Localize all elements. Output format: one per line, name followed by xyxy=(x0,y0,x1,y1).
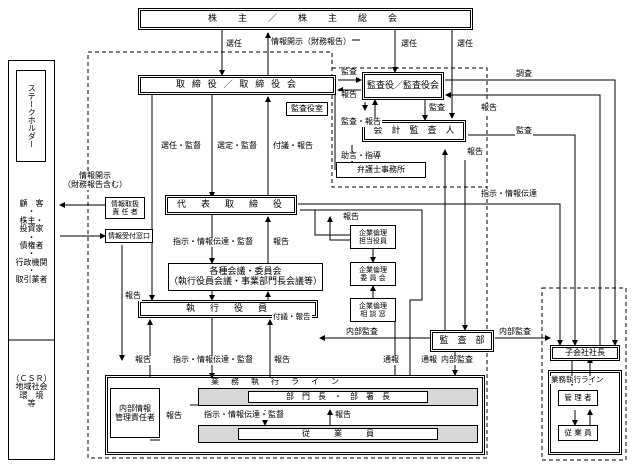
employees-label: 従 業 員 xyxy=(238,428,438,440)
label-advice: 助言・指導 xyxy=(340,151,382,161)
label-internal-audit-1: 内部監査 xyxy=(345,327,379,337)
label-report-mid: 報告 xyxy=(466,147,484,157)
label-report-off-2: 報告 xyxy=(273,355,291,365)
stakeholder-list: 顧 客 ・ 株主・ 投資家 ・ 債権者 ・ 行政機関 ・ 取引業者 xyxy=(15,199,48,284)
accounting-auditor-box: 会 計 監 査 人 xyxy=(362,120,466,142)
sub-manager-box: 管 理 者 xyxy=(558,390,598,406)
board-box: 取 締 役 ／ 取 締 役 会 xyxy=(138,75,336,95)
info-window-box: 情報受付窓口 xyxy=(105,229,153,243)
label-audit-right: 監査 xyxy=(515,126,533,136)
sub-president-box: 子会社社長 xyxy=(550,345,620,361)
dept-heads-label: 部 門 長 ・ 部 署 長 xyxy=(248,391,428,403)
business-line-frame xyxy=(105,375,485,455)
label-report-rep: 報告 xyxy=(342,212,360,222)
label-entrust-3: 選任 xyxy=(456,39,474,49)
sub-employee-box: 従 業 員 xyxy=(558,425,598,441)
label-entrust-1: 選任 xyxy=(225,39,243,49)
label-internal-audit-3: 内部監査 xyxy=(440,355,474,365)
ethics-desk-box: 企業倫理 相 談 窓 xyxy=(350,298,396,322)
label-instruct-off: 指示・情報伝達・監督 xyxy=(172,355,254,365)
label-instruct-right: 指示・情報伝達 xyxy=(480,189,538,199)
label-notify-2: 通報 xyxy=(420,355,438,365)
shareholders-box: 株 主 ／ 株 主 総 会 xyxy=(138,8,473,30)
label-deliver-report: 付議・報告 xyxy=(272,141,314,151)
label-investigate: 調査 xyxy=(515,69,533,79)
label-audit-report: 監査・報告 xyxy=(340,117,382,127)
label-notify-1: 通報 xyxy=(382,355,400,365)
employees-box: 従 業 員 xyxy=(198,425,478,443)
audit-office-box: 監査役室 xyxy=(286,102,328,116)
auditors-box: 監査役／監査役会 xyxy=(362,72,444,100)
label-report-meet: 報告 xyxy=(272,237,290,247)
sub-line-frame xyxy=(548,370,622,455)
ethics-committee-box: 企業倫理 委 員 会 xyxy=(350,262,396,286)
internal-info-box: 内部情報 管理責任者 xyxy=(110,388,160,438)
stakeholder-title: ステークホルダー xyxy=(16,70,46,162)
label-disclose-info: 情報開示 （財務報告含む） xyxy=(62,171,128,190)
info-manager-box: 情報取扱 責 任 者 xyxy=(105,197,145,219)
label-appoint-supervise: 選定・監督 xyxy=(216,141,258,151)
label-deliver-report-2: 付議・報告 xyxy=(272,312,312,322)
label-internal-audit-2: 内部監査 xyxy=(498,327,532,337)
label-entrust-2: 選任 xyxy=(400,39,418,49)
lawyer-box: 弁護士事務所 xyxy=(336,162,426,178)
label-report-line-2: 報告 xyxy=(334,410,352,420)
label-instruct-line: 指示・情報伝達・監督 xyxy=(203,410,285,420)
ethics-officer-box: 企業倫理 担当役員 xyxy=(350,225,396,249)
label-report-line: 報告 xyxy=(165,411,183,421)
label-report-off: 報告 xyxy=(134,355,152,365)
label-audit-mid: 監査 xyxy=(428,103,446,113)
business-line-title: 業 務 執 行 ラ イ ン xyxy=(210,377,342,387)
stakeholder-panel xyxy=(8,60,55,460)
meetings-box: 各種会議・委員会 （執行役員会議・事業部門長会議等） xyxy=(168,263,323,291)
label-report-top: 報告 xyxy=(340,90,358,100)
label-disclose-fin: 情報開示（財務報告） xyxy=(270,37,352,47)
sub-line-title: 業務執行ライン xyxy=(550,375,605,385)
label-instruct-meet: 指示・情報伝達・監督 xyxy=(172,237,254,247)
representative-box: 代 表 取 締 役 xyxy=(165,195,297,215)
label-report-right: 報告 xyxy=(480,103,498,113)
dept-heads-box: 部 門 長 ・ 部 署 長 xyxy=(198,388,478,406)
label-audit-top: 監査 xyxy=(340,67,358,77)
stakeholder-csr: （ＣＳＲ） 地域社会 環 境 等 xyxy=(11,374,52,409)
audit-dept-box: 監 査 部 xyxy=(430,330,494,352)
label-elect-supervise: 選任・監督 xyxy=(160,141,202,151)
label-report-left: 報告 xyxy=(124,291,142,301)
